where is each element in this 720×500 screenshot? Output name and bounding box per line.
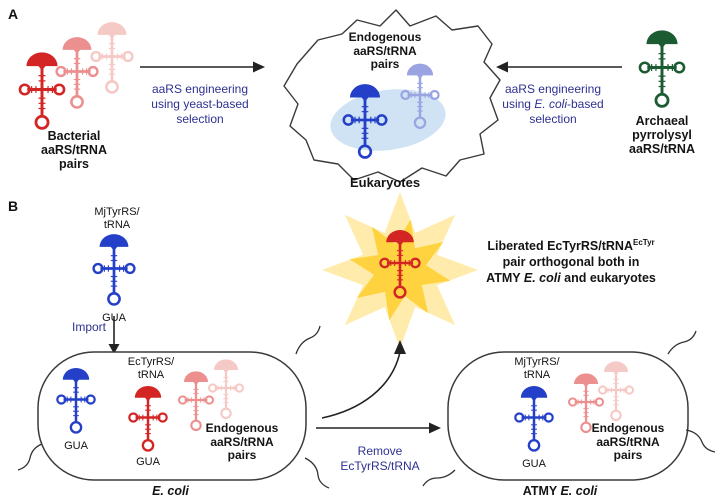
import-arrow [108, 316, 120, 354]
import-label: Import [71, 320, 106, 334]
ecoli-selection-line2: using E. coli-based [490, 97, 616, 112]
flagellum [17, 443, 43, 471]
mj-trna-label-rightcell: MjTyrRS/ tRNA [502, 356, 572, 381]
liberated-line2: pair orthogonal both in [502, 255, 640, 269]
archaeal-line1: Archaeal [635, 114, 689, 128]
leftcell-ec-trna-icon [128, 384, 168, 452]
yeast-selection-line1: aaRS engineering [151, 82, 249, 96]
ecoli-selection-line2-italic: E. coli [534, 97, 567, 111]
liberated-line1-pre: Liberated EcTyrRS/tRNA [487, 239, 633, 253]
endogenous-left-line3: pairs [227, 448, 257, 462]
gua-label-import: GUA [102, 312, 126, 324]
flagellum [685, 429, 716, 453]
flagellum [295, 325, 321, 355]
ecoli-selection-line2-pre: using [502, 97, 535, 111]
bacterial-trna-red-icon [18, 50, 66, 130]
yeast-selection-line3: selection [176, 112, 224, 126]
ec-label-line2: tRNA [137, 368, 165, 381]
flagellum [304, 457, 330, 489]
liberate-curved-arrow [321, 340, 406, 419]
flagellum [422, 469, 456, 487]
import-mj-trna-icon [92, 232, 136, 306]
gua-label-leftcell-red: GUA [136, 456, 160, 468]
ecoli-selection-line1: aaRS engineering [504, 82, 602, 96]
endogenous-right-line1: Endogenous [591, 421, 665, 435]
endogenous-a-line1: Endogenous [348, 30, 422, 44]
mj-label-line1: MjTyrRS/ [94, 206, 140, 218]
ecoli-selection-arrow [496, 61, 622, 73]
bacterial-pairs-label: Bacterial aaRS/tRNA pairs [6, 129, 142, 171]
remove-arrow [316, 422, 441, 434]
leftcell-mj-trna-icon [56, 366, 96, 434]
mj-trna-label-import: MjTyrRS/ tRNA [82, 206, 152, 231]
endogenous-a-line2: aaRS/tRNA [353, 43, 417, 58]
atmy-label-pre: ATMY [522, 484, 561, 498]
atmy-label-italic: E. coli [560, 484, 598, 498]
atmy-ecoli-label: ATMY E. coli [494, 484, 626, 498]
archaeal-label: Archaeal pyrrolysyl aaRS/tRNA [608, 114, 716, 156]
endogenous-pairs-label-leftcell: Endogenous aaRS/tRNA pairs [188, 421, 296, 463]
ecoli-label: E. coli [152, 484, 189, 498]
endogenous-pairs-label-a: Endogenous aaRS/tRNA pairs [323, 30, 447, 72]
mj-label-line2: tRNA [103, 218, 131, 231]
right-ecoli-cell [447, 351, 689, 481]
ecoli-selection-text: aaRS engineering using E. coli-based sel… [490, 82, 616, 127]
flagellum [667, 330, 697, 355]
liberated-line1: Liberated EcTyrRS/tRNAEcTyr [460, 238, 682, 254]
liberated-line1-sup: EcTyr [633, 237, 655, 247]
panel-a-label: A [8, 6, 19, 22]
liberated-line3-pre: ATMY [486, 271, 524, 285]
remove-label: Remove EcTyrRS/tRNA [328, 444, 432, 474]
bacterial-pairs-line1: Bacterial [47, 129, 101, 143]
yeast-selection-line2: using yeast-based [151, 97, 249, 111]
yeast-selection-text: aaRS engineering using yeast-based selec… [138, 82, 262, 127]
rightcell-mj-trna-icon [514, 384, 554, 452]
bacterial-pairs-line3: pairs [59, 157, 89, 171]
liberated-line3-italic: E. coli [523, 271, 561, 285]
gua-label-rightcell: GUA [522, 458, 546, 470]
endogenous-left-line2: aaRS/tRNA [210, 434, 274, 449]
ecoli-selection-line2-post: -based [567, 97, 604, 111]
liberated-ec-trna-icon [379, 228, 421, 299]
nucleus [330, 89, 446, 151]
remove-line2: EcTyrRS/tRNA [340, 459, 420, 473]
mj-right-line2: tRNA [523, 368, 551, 381]
eukaryotes-label: Eukaryotes [349, 175, 421, 190]
ecoli-selection-line3: selection [529, 112, 577, 126]
archaeal-line3: aaRS/tRNA [629, 142, 695, 156]
remove-line1: Remove [357, 444, 403, 458]
ec-label-line1: EcTyrRS/ [127, 356, 175, 368]
bacterial-pairs-line2: aaRS/tRNA [41, 143, 107, 157]
endogenous-right-line2: aaRS/tRNA [596, 434, 660, 449]
endogenous-right-line3: pairs [613, 448, 643, 462]
liberated-line3: ATMY E. coli and eukaryotes [460, 270, 682, 286]
endogenous-a-line3: pairs [370, 57, 400, 71]
yeast-selection-arrow [140, 61, 265, 73]
endogenous-left-line1: Endogenous [205, 421, 279, 435]
panel-b-label: B [8, 198, 19, 214]
mj-right-line1: MjTyrRS/ [514, 356, 560, 368]
archaeal-trna-icon [638, 28, 686, 108]
ec-trna-label: EcTyrRS/ tRNA [118, 356, 184, 381]
endogenous-pairs-label-rightcell: Endogenous aaRS/tRNA pairs [574, 421, 682, 463]
liberated-label: Liberated EcTyrRS/tRNAEcTyr pair orthogo… [460, 238, 682, 286]
gua-label-leftcell-blue: GUA [64, 440, 88, 452]
liberated-line3-post: and eukaryotes [560, 271, 656, 285]
eukaryote-blue-trna-icon [342, 82, 388, 159]
archaeal-line2: pyrrolysyl [632, 128, 692, 142]
